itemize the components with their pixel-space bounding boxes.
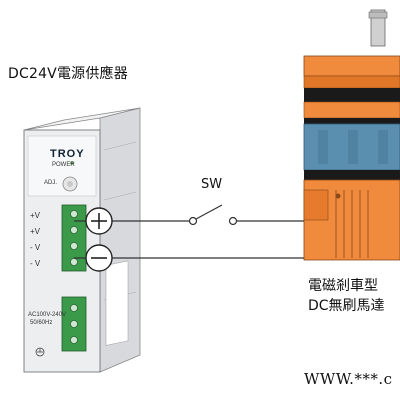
motor-title-line1: 電磁剎車型 (308, 278, 378, 294)
power-supply-unit (23, 107, 141, 373)
power-supply-title: DC24V電源供應器 (8, 66, 128, 82)
psu-hz-label: 50/60Hz (30, 320, 53, 326)
terminal-label-4: - V (30, 259, 41, 268)
psu-adj-label: ADJ. (44, 180, 58, 186)
motor-title-line2: DC無刷馬達 (308, 298, 385, 314)
psu-ac-label: AC100V-240V (28, 312, 67, 318)
motor-title: 電磁剎車型 DC無刷馬達 (308, 276, 385, 316)
terminal-label-3: - V (30, 243, 41, 252)
power-led-icon (70, 161, 74, 165)
switch-contact-right (228, 216, 238, 226)
switch-lever (195, 204, 223, 220)
motor-shaft (370, 9, 386, 47)
website-watermark: WWW.***.c (304, 370, 393, 388)
psu-power-label: POWER (52, 162, 75, 168)
switch-contact-left (188, 216, 198, 226)
ground-icon (35, 347, 45, 357)
brushless-motor (303, 9, 400, 261)
terminal-label-2: +V (30, 227, 41, 236)
switch-label: SW (201, 177, 223, 192)
psu-brand: TROY (50, 148, 85, 160)
terminal-label-1: +V (30, 211, 41, 220)
